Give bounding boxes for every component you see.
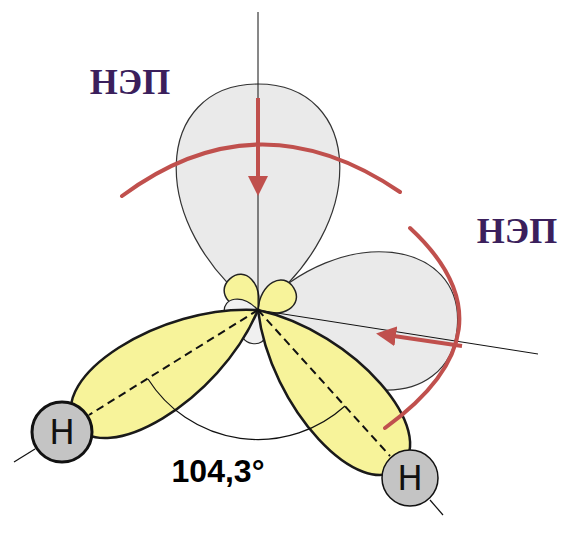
repulsion-arrow [380, 334, 462, 346]
bond-axis [89, 310, 258, 415]
hydrogen-atom: H [380, 448, 440, 508]
angle-arc [148, 379, 345, 440]
repulsion-arc [385, 228, 459, 428]
hydrogen-atom: H [30, 400, 94, 464]
lone-pair-label: НЭП [477, 212, 557, 252]
lone-pair-label: НЭП [90, 63, 170, 103]
bond-axis [258, 310, 390, 456]
repulsion-arrow [256, 98, 260, 192]
axis-line [14, 449, 35, 462]
repulsion-arc [122, 144, 400, 196]
atom-circle-outline [382, 450, 438, 506]
atom-symbol: H [397, 461, 423, 495]
axis-line [258, 12, 259, 310]
axis-line [430, 500, 443, 515]
bond-angle: 104,3° [172, 454, 265, 489]
atom-symbol: H [49, 415, 75, 449]
atom-circle-outline [32, 402, 92, 462]
